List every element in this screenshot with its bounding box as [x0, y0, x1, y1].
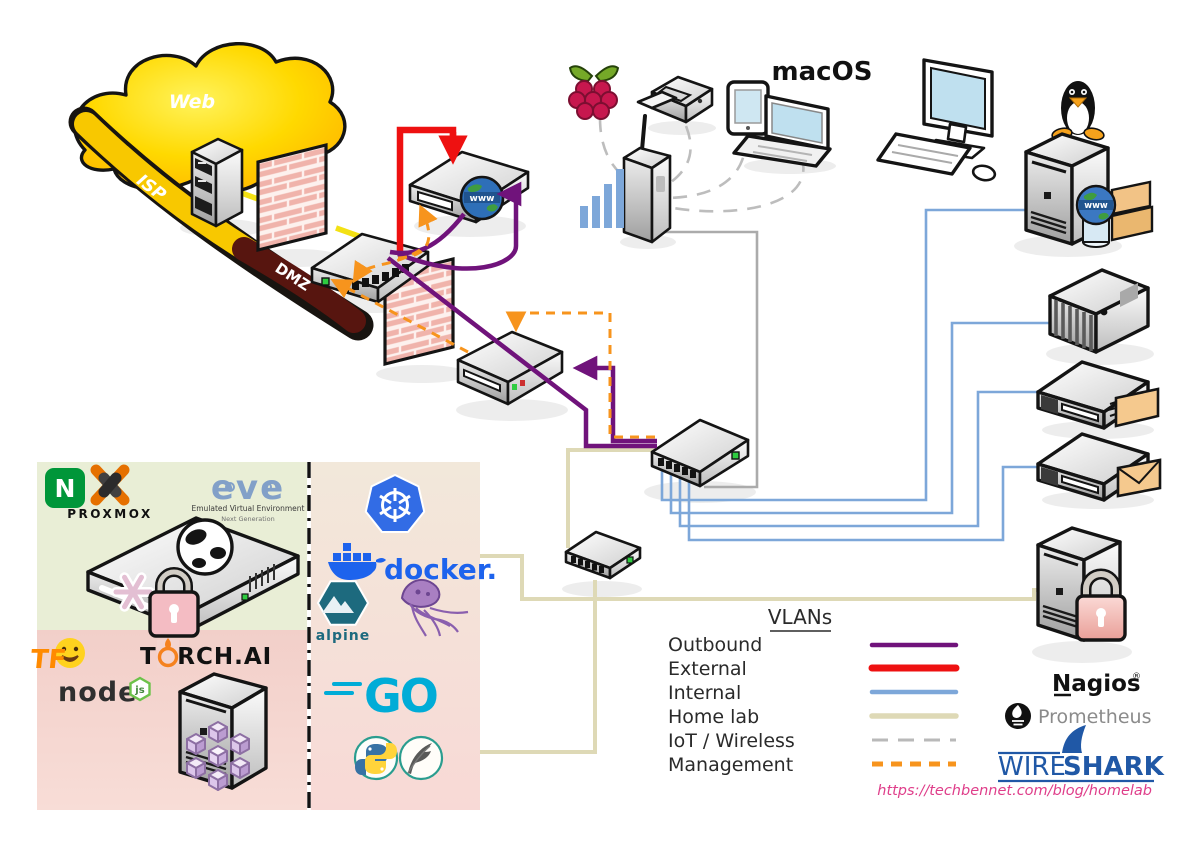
- go-label: GO: [364, 669, 437, 723]
- raspberry-pi-icon: [568, 65, 620, 120]
- wifi-signal-bars-icon: [580, 169, 624, 228]
- shark-fin-icon: [1062, 725, 1086, 753]
- python-icon: [353, 735, 399, 781]
- firewall-outer: [256, 143, 328, 252]
- vlan-internal-line-2: [669, 321, 1056, 515]
- core-switch-led: [731, 451, 740, 460]
- legend-label-management: Management: [668, 754, 793, 776]
- alpine-icon: [316, 580, 370, 626]
- web-cloud-label: Web: [169, 91, 215, 113]
- virtualization-server-illustration: [86, 516, 300, 638]
- linux-server: www: [1024, 81, 1154, 248]
- desktop-computer: [876, 58, 997, 182]
- router-globe-text: www: [470, 194, 495, 204]
- docker-icon: [328, 543, 386, 580]
- feather-icon: [398, 735, 444, 781]
- vlan-outbound-globe-curve: [389, 212, 466, 256]
- legend-label-external: External: [668, 658, 747, 680]
- tablet: [726, 80, 770, 136]
- dmz-switch-led: [321, 277, 330, 286]
- alpine-label: alpine: [316, 628, 371, 644]
- tux-icon: [1051, 81, 1105, 141]
- blog-url[interactable]: https://techbennet.com/blog/homelab: [877, 783, 1152, 799]
- vlan-internal-line-3: [678, 390, 1042, 528]
- vlan-mgmt-dmz-server: [505, 311, 655, 439]
- eve-name: eve: [211, 468, 285, 508]
- secure-server: [1036, 526, 1127, 642]
- nodejs-label: node: [58, 677, 137, 708]
- nodejs-js-label: js: [134, 685, 144, 696]
- macos-label: macOS: [772, 57, 873, 87]
- legend-label-internal: Internal: [668, 682, 741, 704]
- legend-label-homelab: Home lab: [668, 706, 759, 728]
- vlan-internal-line-4: [687, 465, 1045, 542]
- vlan-mgmt-dmz-switch: [330, 279, 469, 354]
- ai-server-illustration: [178, 672, 268, 791]
- nagios-registered-mark: ®: [1132, 672, 1141, 682]
- envelope-icon: [1116, 458, 1162, 498]
- vlan-mgmt-switch-curl: [352, 248, 421, 284]
- wireshark-logo: WIRE SHARK: [998, 725, 1165, 783]
- wireshark-shark: SHARK: [1063, 752, 1165, 782]
- homelab-switch: [564, 530, 642, 580]
- docker-label: docker.: [384, 553, 497, 586]
- printer: [636, 75, 714, 124]
- vlan-mgmt-router: [397, 204, 438, 260]
- laptop: [732, 94, 832, 168]
- torch-flame-icon: [157, 638, 179, 668]
- nas-storage-server: [1048, 268, 1150, 354]
- iot-curve-raspberrypi: [598, 117, 633, 184]
- nagios-logo: Nagios ®: [1052, 671, 1141, 697]
- eve-ng-logo: eve Emulated Virtual Environment Next Ge…: [192, 468, 305, 523]
- iot-curve-tablet: [663, 133, 748, 200]
- cubes-cluster-icon: [186, 721, 250, 791]
- vlan-outbound-trunk: [386, 256, 657, 449]
- eve-subtitle: Emulated Virtual Environment: [192, 504, 305, 513]
- prometheus-logo: Prometheus: [1005, 703, 1151, 729]
- stack-panel: N PROXMOX eve Emulated Virtual Environme…: [29, 462, 497, 810]
- vlan-outbound-router-curve: [397, 181, 522, 271]
- prometheus-label: Prometheus: [1038, 706, 1151, 728]
- snowflake-icon: [111, 572, 155, 612]
- legend-title: VLANs: [768, 605, 832, 629]
- nagios-label: Nagios: [1052, 671, 1141, 697]
- access-point-uplink-line: [660, 230, 759, 489]
- wireless-access-point: [622, 114, 672, 244]
- padlock-icon: [1075, 568, 1127, 642]
- globe-icon: [176, 518, 234, 576]
- nginx-letter: N: [55, 474, 76, 503]
- wireshark-wire: WIRE: [998, 752, 1066, 782]
- nodejs-hexagon-icon: js: [129, 676, 151, 702]
- vlan-homelab-line-core-to-switch: [566, 448, 655, 548]
- folder-icon: [1110, 205, 1154, 242]
- jellyfish-icon: [400, 579, 469, 637]
- folder-icon: [1114, 387, 1160, 428]
- proxmox-label: PROXMOX: [67, 507, 153, 521]
- padlock-icon: [148, 567, 200, 638]
- vlan-outbound-dmz-server: [572, 355, 657, 444]
- server-globe-text: www: [1084, 201, 1108, 211]
- vlan-internal-line-1: [660, 208, 1032, 502]
- huggingface-icon: [55, 638, 85, 668]
- tensorflow-icon: TF: [29, 645, 68, 675]
- edge-router: www: [408, 150, 530, 224]
- proxmox-icon: [90, 464, 130, 506]
- mouse: [971, 164, 997, 182]
- file-server: [1036, 360, 1160, 430]
- mail-server: [1036, 432, 1162, 502]
- go-icon: GO: [324, 669, 439, 723]
- vlan-homelab-line-switch-to-panel: [480, 580, 597, 754]
- vlan-homelab-line-panel-to-secure-server: [480, 554, 1046, 601]
- kubernetes-icon: [364, 473, 426, 533]
- legend-label-outbound: Outbound: [668, 634, 762, 656]
- modem: [190, 137, 244, 228]
- nginx-icon: N: [45, 468, 85, 508]
- vlan-legend: VLANs Outbound External Internal Home la…: [668, 605, 960, 776]
- legend-label-iot: IoT / Wireless: [668, 730, 795, 752]
- dmz-server: [456, 330, 564, 406]
- eve-subtitle-2: Next Generation: [221, 515, 274, 523]
- core-switch: [650, 418, 750, 488]
